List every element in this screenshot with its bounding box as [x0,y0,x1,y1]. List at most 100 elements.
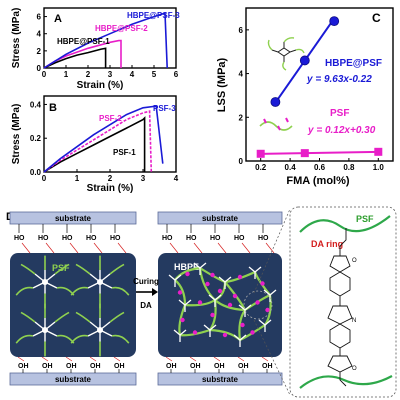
panel-b-series-3 [43,105,164,173]
network-hbpe-arm [263,289,271,296]
panel-c-xtick-label: 1.0 [373,163,385,172]
hbpe-core [42,327,48,333]
right-bottom-substrate-label: substrate [202,375,239,384]
da-chemical-structure [299,215,393,389]
da-ring-label: DA ring [311,239,343,249]
da-structure-n1: N [352,318,356,324]
hbpe-psf-molecule [70,303,130,357]
bottom-oh-interaction [113,356,121,362]
top-ho-interaction [21,242,31,254]
bottom-oh-label: OH [66,363,77,370]
panel-b-series-2 [43,110,153,173]
top-ho-label: HO [162,235,173,242]
panel-a-curves [43,12,168,69]
psf-chain [54,311,70,323]
top-ho-interaction [265,242,275,254]
panel-c-marks [256,16,383,158]
psf-chain [20,263,36,275]
network-hbpe-arm [269,289,277,296]
left-top-substrate [9,211,137,225]
panel-c-point-psf [300,149,309,158]
panel-c-point-hbpe [329,16,340,27]
network-hbpe-arm [208,294,216,301]
bottom-oh-label: OH [114,363,125,370]
network-hbpe-arm [248,266,256,273]
top-ho-interaction [217,242,227,254]
panel-c-xtick-label: 0.8 [343,163,355,172]
psf-chain [70,286,89,296]
left-psf-label: PSF [52,263,70,273]
panel-c-hbpe-molecule-icon [267,37,305,71]
panel-a-xtick-label: 5 [152,70,157,79]
network-da-crosslink [240,322,245,328]
panel-c-xtick-label: 0.6 [314,163,326,172]
panel-c-point-psf [256,149,265,158]
network-hbpe-arm [178,299,186,306]
network-hbpe-arm [193,262,201,269]
network-da-crosslink [260,281,265,286]
panel-c-point-hbpe [270,97,281,107]
psf-chain [109,263,125,275]
panel-c-point-hbpe [299,55,310,66]
bottom-oh-interaction [89,356,97,362]
psf-chain [111,334,130,344]
panel-c-fit-line-psf [260,150,379,155]
network-psf-chain [214,299,246,312]
panel-b-ylabel: Stress (MPa) [11,104,22,165]
network-hbpe-arm [244,304,252,311]
panel-c-ytick-label: 4 [239,70,244,79]
panel-a-ytick-label: 6 [37,13,42,22]
panel-b-ytick-label: 0.2 [30,134,42,143]
top-ho-interaction [169,242,179,254]
zoom-source-circle [243,290,273,320]
network-hbpe-arm [184,299,192,306]
panel-b-label-psf2: PSF-2 [99,114,122,123]
network-da-crosslink [210,312,215,318]
top-ho-interaction [69,242,79,254]
network-psf-chain [174,279,187,306]
left-top-substrate-label: substrate [55,214,92,223]
da-structure-o2: O [352,366,357,372]
network-da-crosslink [177,290,183,295]
panel-b-xlabel: Strain (%) [87,183,134,194]
right-network [168,262,277,347]
network-da-crosslink [197,300,203,305]
panel-c-ytick-label: 2 [239,113,244,122]
psf-chain [109,311,125,323]
panel-a-xtick-label: 0 [42,70,47,79]
panel-c-series-psf-label: PSF [330,108,349,119]
network-da-crosslink [217,288,223,294]
panel-c-xtick-label: 0.4 [285,163,297,172]
bottom-oh-label: OH [214,363,225,370]
panel-a-ylabel: Stress (MPa) [11,8,22,69]
network-hbpe-arm [174,274,182,281]
network-da-crosslink [192,330,198,335]
panel-c-fit-hbpe: y = 9.63x-0.22 [306,74,372,85]
network-hbpe-arm [209,324,217,331]
panel-a-xtick-label: 1 [64,70,69,79]
network-da-crosslink [232,293,238,299]
psf-chain [75,311,91,323]
hbpe-psf-molecule [70,255,130,309]
panel-b-xtick-label: 3 [141,174,146,183]
zoom-connector [253,208,291,396]
panel-c-fit-psf: y = 0.12x+0.30 [307,125,376,136]
panel-b-xtick-label: 2 [108,174,113,183]
top-ho-label: HO [38,235,49,242]
network-hbpe-arm [258,319,266,326]
top-ho-interaction [241,242,251,254]
panel-a-letter: A [54,13,62,25]
top-ho-label: HO [234,235,245,242]
panel-a-xtick-label: 4 [130,70,135,79]
network-hbpe-arm [168,274,176,281]
network-hbpe-arm [254,266,262,273]
network-da-crosslink [222,332,228,338]
network-psf-chain [238,309,246,341]
curing-arrow-head [152,288,158,296]
left-molecules [15,255,130,357]
